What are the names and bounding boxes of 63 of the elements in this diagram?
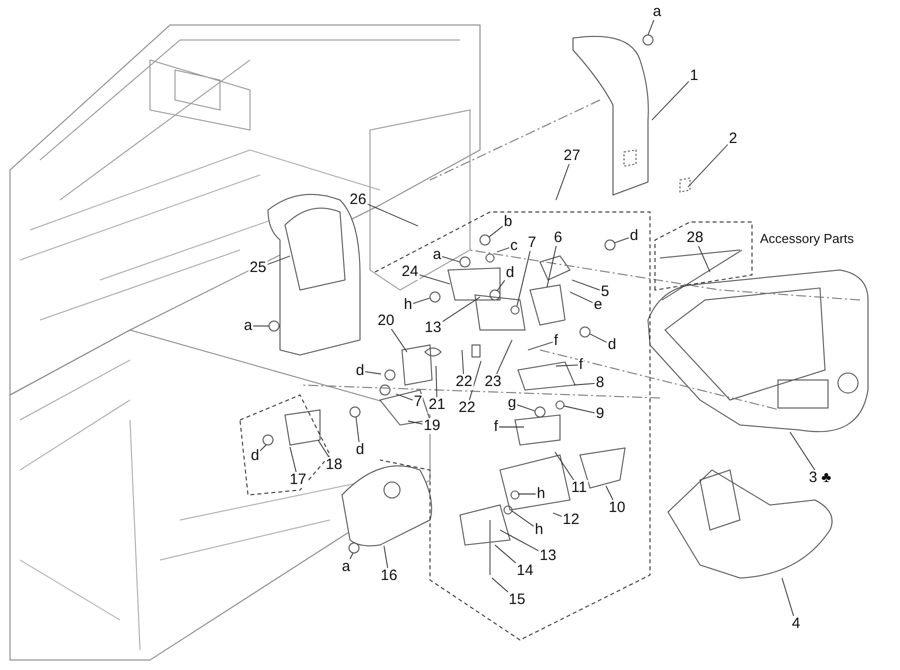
callout-label: 27 — [562, 148, 582, 164]
leader-line — [408, 420, 424, 425]
leader-line — [648, 20, 654, 36]
leader-line — [570, 292, 594, 304]
leader-line — [266, 256, 290, 265]
leader-line — [528, 342, 554, 350]
leader-line — [590, 334, 608, 343]
leader-line — [614, 237, 630, 244]
leader-line — [556, 164, 570, 200]
leader-line — [390, 328, 408, 352]
leader-line — [516, 250, 531, 306]
leader-line — [260, 444, 266, 452]
leader-line — [688, 144, 728, 188]
leader-line — [436, 366, 438, 398]
leader-line — [384, 546, 388, 568]
leader-line — [546, 246, 557, 288]
callout-label: 17 — [288, 472, 308, 488]
leader-line — [356, 416, 360, 442]
leader-line — [496, 280, 506, 292]
leader-line — [652, 80, 690, 120]
callout-label: 20 — [376, 313, 396, 329]
leader-line — [494, 544, 516, 564]
leader-line — [318, 440, 330, 458]
callout-label: 6 — [552, 230, 564, 246]
leader-line — [554, 452, 574, 480]
callout-label: 19 — [422, 418, 442, 434]
leader-line — [516, 404, 536, 412]
leader-line — [412, 298, 430, 304]
leader-line — [492, 578, 508, 592]
leader-line — [574, 382, 596, 386]
leader-line — [366, 204, 418, 226]
leader-line — [462, 350, 464, 374]
callout-label: 1 — [688, 68, 700, 84]
leader-line — [564, 406, 596, 414]
leader-line — [498, 426, 524, 428]
callout-label: 2 — [728, 131, 738, 147]
leader-line — [350, 552, 354, 560]
callout-label: 22 — [454, 374, 474, 390]
leader-line — [698, 246, 710, 272]
leader-line — [512, 510, 534, 527]
group-heading: Accessory Parts — [760, 231, 854, 246]
leader-line — [418, 274, 450, 284]
leader-line — [442, 256, 460, 262]
leader-line — [556, 364, 578, 366]
leader-line — [782, 578, 794, 616]
leader-line — [364, 371, 382, 374]
leader-line — [468, 360, 482, 400]
callout-label: d — [504, 265, 516, 281]
leader-line — [552, 512, 562, 517]
callout-label: 21 — [428, 397, 446, 413]
leader-line — [290, 446, 297, 472]
leader-line — [790, 432, 816, 470]
leader-line — [496, 340, 512, 374]
leader-line — [396, 394, 414, 401]
leader-line — [488, 226, 504, 238]
callout-label: 24 — [400, 264, 420, 280]
leader-line — [496, 247, 510, 252]
callout-label: 28 — [686, 230, 704, 246]
callout-label: 7 — [526, 235, 538, 251]
leader-line — [442, 296, 480, 322]
leader-line — [500, 530, 540, 552]
leader-line — [606, 486, 614, 500]
leader-line — [572, 280, 600, 291]
